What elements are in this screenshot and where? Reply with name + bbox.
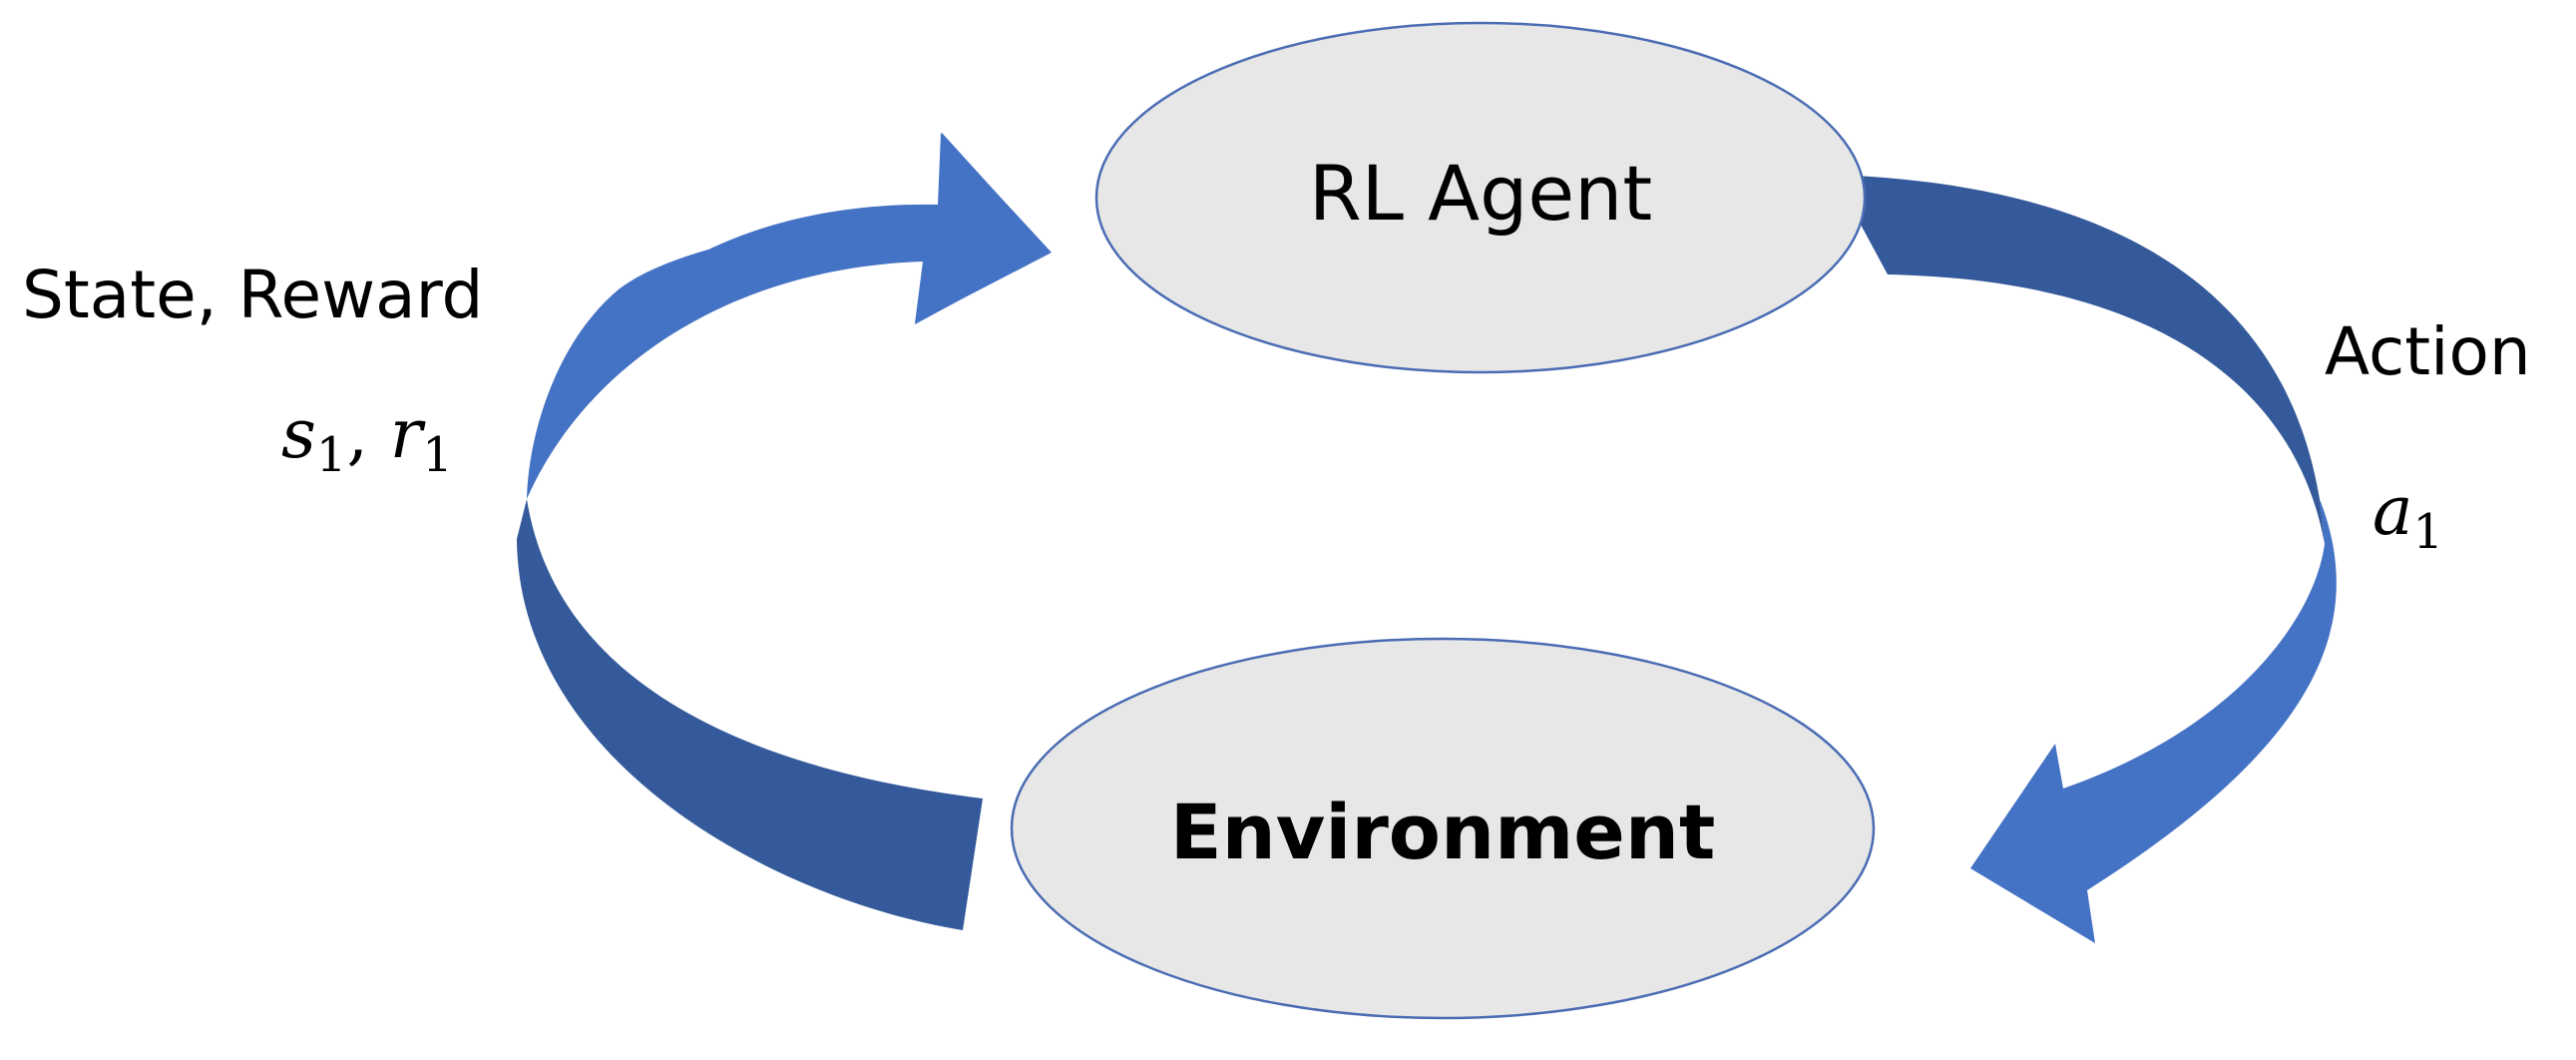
environment-label: Environment (1170, 788, 1716, 876)
state-subscript: 1 (316, 427, 347, 483)
feedback-symbols: s1, r1 (281, 395, 453, 483)
state-symbol: s (281, 395, 316, 474)
environment-node (1010, 637, 1876, 1020)
agent-label: RL Agent (1309, 149, 1652, 238)
feedback-label: State, Reward (22, 257, 483, 333)
feedback-arrow-lower-band (517, 499, 983, 930)
action-subscript: 1 (2413, 504, 2444, 560)
reward-subscript: 1 (422, 427, 453, 483)
agent-node (1094, 21, 1867, 374)
action-symbol-group: a1 (2372, 472, 2443, 560)
feedback-arrowhead (527, 133, 1052, 499)
action-arrow-lower-band (1970, 499, 2337, 943)
action-symbol: a (2372, 472, 2413, 551)
action-label: Action (2325, 313, 2531, 390)
symbol-separator: , (346, 395, 389, 474)
action-arrow-upper-band (1834, 175, 2325, 544)
reward-symbol: r (390, 395, 426, 474)
